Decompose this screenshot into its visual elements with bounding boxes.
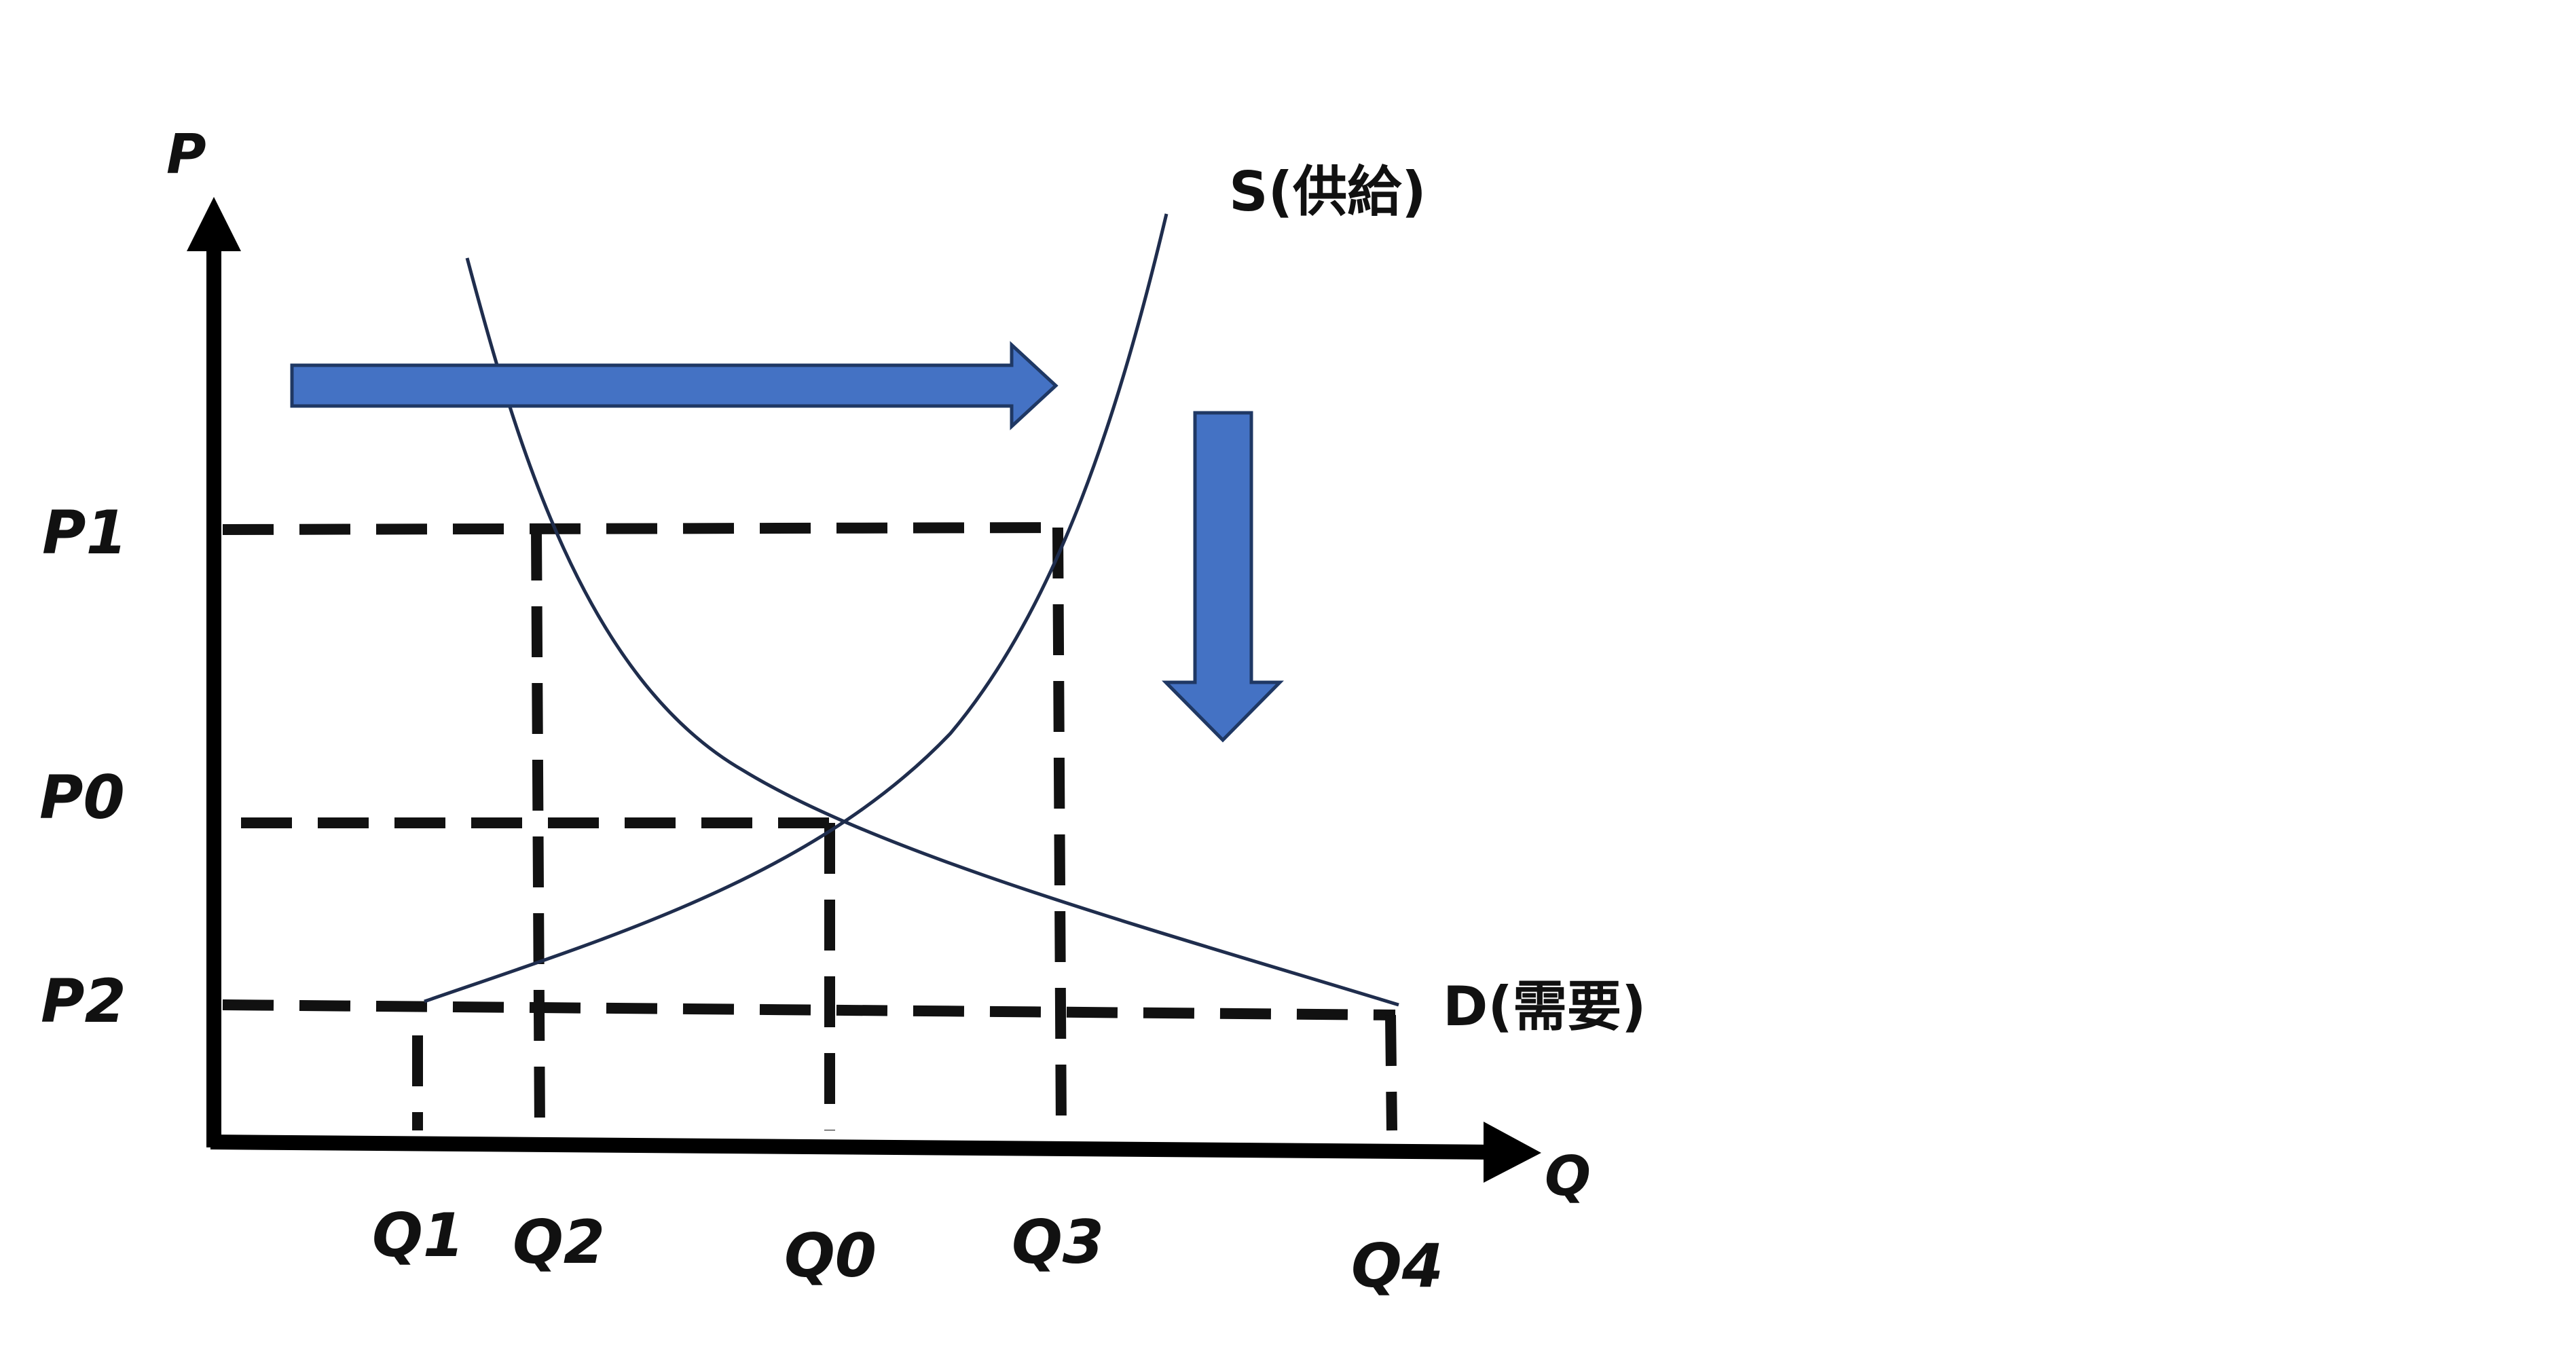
- quantity-label-q1: Q1: [372, 1200, 464, 1270]
- quantity-label-q4: Q4: [1351, 1231, 1443, 1301]
- quantity-label-q0: Q0: [784, 1221, 877, 1291]
- rightward-shift-arrow: [290, 341, 1059, 430]
- quantity-label-q3: Q3: [1012, 1207, 1104, 1277]
- q3-guide-line: [1052, 527, 1067, 1131]
- quantity-label-q2: Q2: [513, 1207, 605, 1277]
- axes: [187, 197, 1541, 1183]
- price-label-p0: P0: [39, 762, 125, 832]
- x-axis-arrowhead: [1484, 1122, 1541, 1183]
- q4-guide-line: [1385, 1014, 1397, 1131]
- p1-guide-line: [222, 522, 1060, 535]
- q2-guide-line: [531, 529, 545, 1131]
- demand-curve-label: D(需要): [1443, 975, 1646, 1038]
- guide-lines: [222, 522, 1397, 1131]
- y-axis-arrowhead: [187, 197, 241, 251]
- demand-curve: [465, 257, 1399, 1007]
- x-axis-line: [210, 1135, 1494, 1160]
- downward-shift-arrow: [1162, 411, 1284, 743]
- price-label-p2: P2: [41, 966, 126, 1036]
- x-axis-label: Q: [1545, 1145, 1591, 1208]
- y-axis-label: P: [166, 123, 206, 186]
- p2-guide-line: [222, 999, 1396, 1020]
- price-label-p1: P1: [42, 498, 128, 568]
- supply-curve: [424, 213, 1169, 1003]
- supply-curve-label: S(供給): [1229, 160, 1427, 223]
